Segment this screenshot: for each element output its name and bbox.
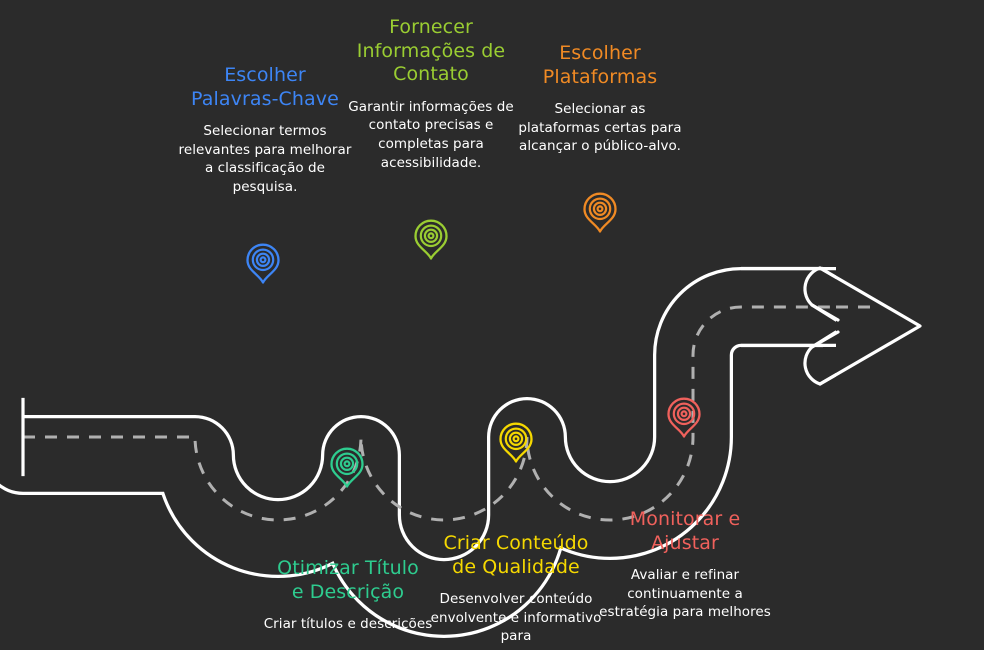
step-desc-keywords: Selecionar termos relevantes para melhor… (178, 123, 352, 195)
road-path-group (0, 266, 926, 638)
step-desc-title-description: Criar títulos e descrições (263, 616, 433, 633)
pin-marker-platforms[interactable] (583, 192, 617, 233)
arrow-head-top-notch (803, 266, 838, 322)
step-desc-platforms: Selecionar as plataformas certas para al… (518, 101, 682, 155)
pin-markers (246, 192, 701, 488)
arrow-interior-mask (836, 269, 926, 383)
arrow-notch-top-line (810, 303, 840, 322)
arrow-head-bottom-notch (803, 330, 838, 386)
road-center-dashes (23, 305, 880, 522)
arrow-head-outline (818, 266, 922, 386)
step-desc-quality-content: Desenvolver conteúdo envolvente e inform… (430, 591, 602, 645)
pin-marker-contact[interactable] (414, 219, 448, 260)
step-desc-monitor-adjust: Avaliar e refinar continuamente a estrat… (599, 567, 771, 621)
pin-marker-keywords[interactable] (246, 243, 280, 284)
step-desc-contact: Garantir informações de contato precisas… (348, 98, 514, 171)
